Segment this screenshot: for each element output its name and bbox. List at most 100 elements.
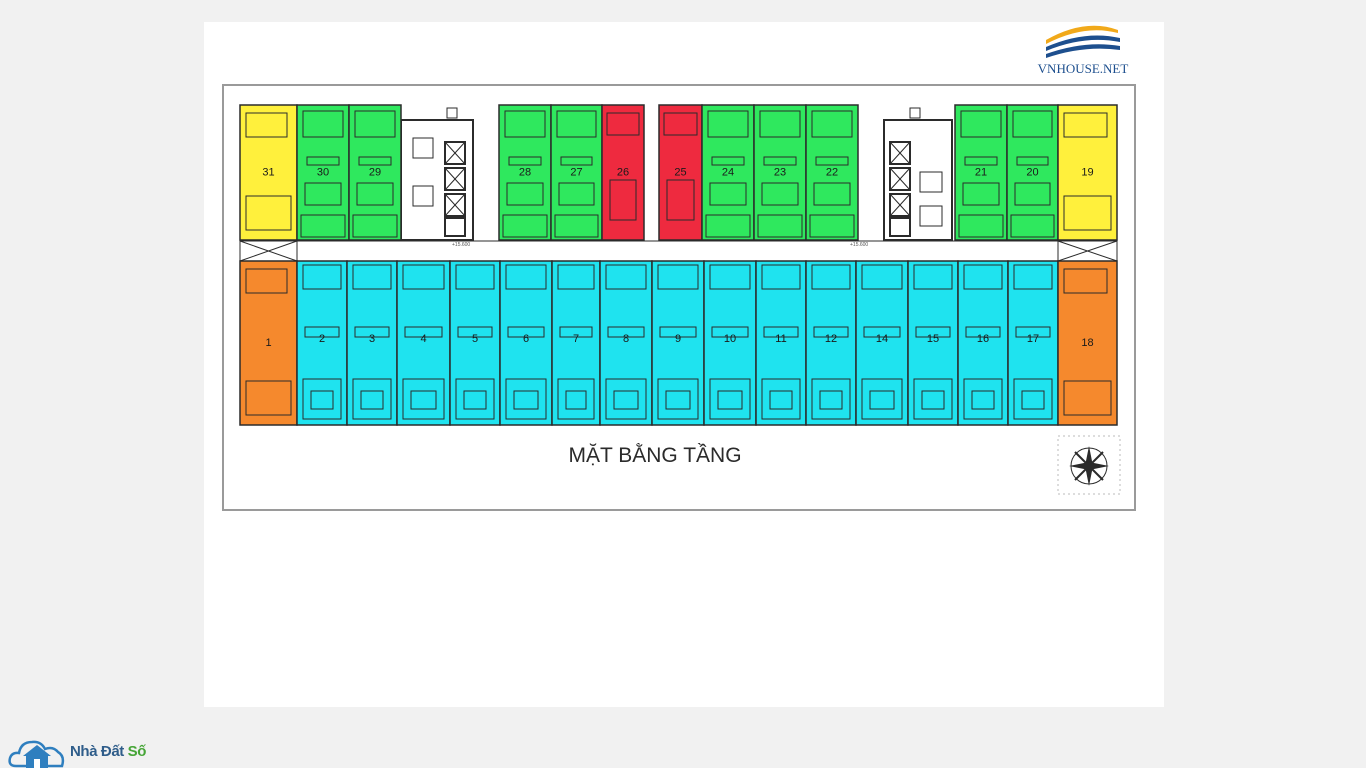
unit-room	[960, 110, 1002, 138]
unit-furniture	[565, 390, 587, 410]
unit-room	[606, 112, 640, 136]
unit-furniture	[560, 156, 593, 166]
unit-furniture	[717, 390, 743, 410]
unit-room	[505, 378, 547, 420]
vnhouse-logo: VNHOUSE.NET	[1038, 25, 1128, 76]
unit-label: 15	[927, 333, 939, 345]
unit-label: 7	[573, 333, 579, 345]
unit-furniture	[769, 390, 793, 410]
unit-label: 27	[570, 167, 582, 179]
unit-room	[1063, 195, 1112, 231]
elevation-label-left: +15.600	[452, 242, 470, 248]
unit-room	[245, 112, 288, 138]
unit-7	[551, 260, 601, 426]
plan-title: MẶT BẰNG TẦNG	[568, 443, 741, 467]
unit-label: 25	[674, 167, 686, 179]
unit-furniture	[410, 390, 437, 410]
unit-room	[657, 264, 699, 290]
unit-label: 8	[623, 333, 629, 345]
unit-room	[663, 112, 698, 136]
unit-furniture	[1016, 156, 1049, 166]
unit-room	[505, 264, 547, 290]
unit-room	[1063, 268, 1108, 294]
unit-label: 2	[319, 333, 325, 345]
unit-furniture	[507, 326, 545, 338]
unit-room	[761, 182, 799, 206]
unit-furniture	[559, 326, 593, 338]
unit-furniture	[360, 390, 384, 410]
unit-label: 18	[1081, 337, 1093, 349]
unit-label: 10	[724, 333, 736, 345]
unit-room	[761, 264, 801, 290]
unit-room	[705, 214, 751, 238]
unit-furniture	[971, 390, 995, 410]
unit-4	[396, 260, 451, 426]
unit-room	[759, 110, 801, 138]
unit-5	[449, 260, 501, 426]
unit-label: 30	[317, 167, 329, 179]
unit-25	[658, 104, 703, 241]
unit-furniture	[404, 326, 443, 338]
unit-room	[302, 378, 342, 420]
unit-room	[1014, 182, 1051, 206]
unit-label: 5	[472, 333, 478, 345]
unit-furniture	[463, 390, 487, 410]
unit-room	[352, 264, 392, 290]
unit-furniture	[815, 156, 849, 166]
unit-room	[709, 264, 751, 290]
unit-26	[601, 104, 645, 241]
unit-room	[707, 110, 749, 138]
unit-room	[455, 378, 495, 420]
unit-room	[962, 182, 1000, 206]
unit-room	[1013, 264, 1053, 290]
unit-furniture	[869, 390, 895, 410]
unit-room	[245, 268, 288, 294]
unit-label: 12	[825, 333, 837, 345]
unit-furniture	[711, 156, 745, 166]
unit-room	[809, 214, 855, 238]
unit-20	[1006, 104, 1059, 241]
unit-28	[498, 104, 552, 241]
unit-furniture	[665, 390, 691, 410]
unit-room	[304, 182, 342, 206]
unit-label: 6	[523, 333, 529, 345]
unit-furniture	[304, 326, 340, 338]
unit-furniture	[659, 326, 697, 338]
unit-room	[506, 182, 544, 206]
unit-room	[605, 264, 647, 290]
unit-room	[913, 264, 953, 290]
unit-furniture	[354, 326, 390, 338]
unit-label: 4	[420, 333, 426, 345]
unit-furniture	[863, 326, 901, 338]
unit-room	[554, 214, 599, 238]
unit-room	[811, 378, 851, 420]
unit-label: 20	[1026, 167, 1038, 179]
unit-room	[352, 214, 398, 238]
unit-furniture	[915, 326, 951, 338]
unit-label: 17	[1027, 333, 1039, 345]
core-left	[400, 107, 474, 241]
unit-room	[558, 182, 595, 206]
unit-room	[356, 182, 394, 206]
unit-24	[701, 104, 755, 241]
unit-furniture	[306, 156, 340, 166]
unit-label: 19	[1081, 167, 1093, 179]
unit-room	[302, 264, 342, 290]
unit-room	[811, 264, 851, 290]
nha-dat-so-watermark: Nhà Đất Số	[8, 732, 168, 768]
unit-room	[300, 214, 346, 238]
unit-room	[1063, 380, 1112, 416]
unit-furniture	[358, 156, 392, 166]
corridor	[239, 240, 1118, 262]
unit-11	[755, 260, 807, 426]
unit-room	[1012, 110, 1053, 138]
unit-room	[504, 110, 546, 138]
unit-room	[963, 378, 1003, 420]
unit-furniture	[613, 390, 639, 410]
unit-furniture	[1021, 390, 1045, 410]
unit-furniture	[813, 326, 849, 338]
unit-furniture	[508, 156, 542, 166]
